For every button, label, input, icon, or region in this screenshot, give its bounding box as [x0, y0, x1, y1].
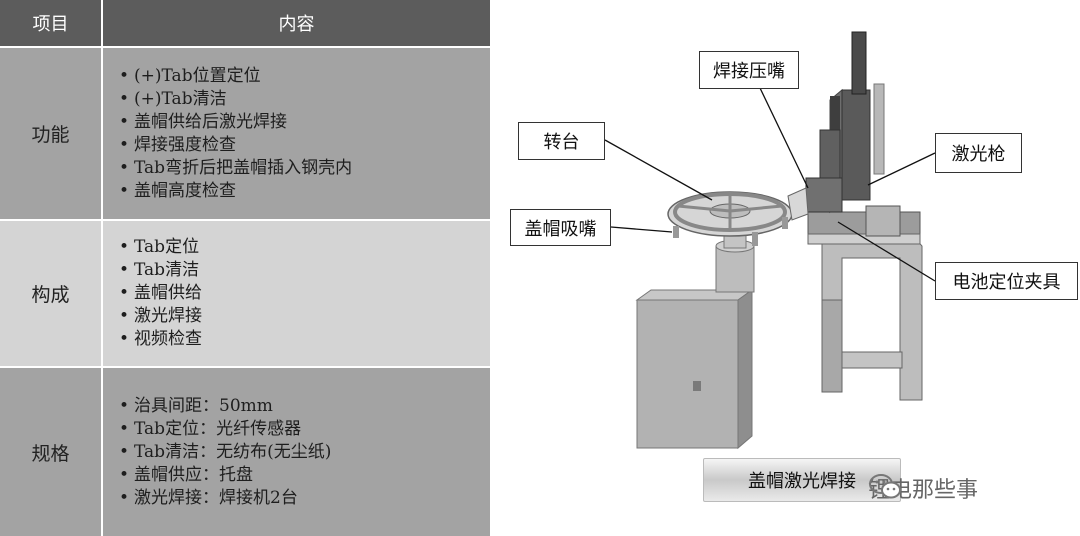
laser-guns [787, 31, 885, 221]
composition-list: Tab定位 Tab清洁 盖帽供给 激光焊接 视频检查 [119, 236, 202, 351]
function-list: (+)Tab位置定位 (+)Tab清洁 盖帽供给后激光焊接 焊接强度检查 Tab… [119, 65, 352, 203]
list-item: 盖帽供给 [119, 282, 202, 305]
list-item: (+)Tab位置定位 [119, 65, 352, 88]
list-item: 治具间距：50mm [119, 395, 331, 418]
machine-illustration [604, 31, 936, 450]
row-content-function: (+)Tab位置定位 (+)Tab清洁 盖帽供给后激光焊接 焊接强度检查 Tab… [103, 48, 490, 219]
leader-weld-press [759, 87, 809, 189]
wechat-icon [869, 474, 901, 499]
leader-turntable [604, 139, 713, 201]
callout-laser-gun: 激光枪 [935, 133, 1022, 173]
list-item: 盖帽供应：托盘 [119, 464, 331, 487]
turntable-wheel [667, 191, 793, 246]
list-item: Tab定位 [119, 236, 202, 259]
spec-table: 项目 内容 功能 (+)Tab位置定位 (+)Tab清洁 盖帽供给后激光焊接 焊… [0, 0, 490, 536]
leader-lines [604, 87, 936, 282]
list-item: 焊接强度检查 [119, 134, 352, 157]
list-item: 视频检查 [119, 328, 202, 351]
caption-cap-laser-welding: 盖帽激光焊接 [703, 458, 901, 502]
watermark: 锂电那些事 [868, 472, 978, 504]
list-item: 激光焊接：焊接机2台 [119, 487, 331, 510]
list-item: Tab定位：光纤传感器 [119, 418, 331, 441]
leader-laser-gun [867, 152, 936, 186]
list-item: Tab弯折后把盖帽插入钢壳内 [119, 157, 352, 180]
row-label-specs: 规格 [0, 368, 101, 536]
list-item: Tab清洁：无纺布(无尘纸) [119, 441, 331, 464]
list-item: Tab清洁 [119, 259, 202, 282]
list-item: (+)Tab清洁 [119, 88, 352, 111]
cabinet [635, 289, 754, 450]
list-item: 盖帽高度检查 [119, 180, 352, 203]
machine-diagram: 焊接压嘴 转台 激光枪 盖帽吸嘴 电池定位夹具 盖帽激光焊接 锂电那些事 [490, 0, 1080, 536]
callout-battery-fixture: 电池定位夹具 [935, 262, 1078, 300]
row-content-specs: 治具间距：50mm Tab定位：光纤传感器 Tab清洁：无纺布(无尘纸) 盖帽供… [103, 368, 490, 536]
callout-weld-press-nozzle: 焊接压嘴 [699, 51, 799, 89]
header-item: 项目 [0, 0, 101, 46]
fixture-frame [807, 205, 923, 401]
leader-cap-nozzle [610, 226, 673, 233]
specs-list: 治具间距：50mm Tab定位：光纤传感器 Tab清洁：无纺布(无尘纸) 盖帽供… [119, 395, 331, 510]
header-content: 内容 [103, 0, 490, 46]
row-content-composition: Tab定位 Tab清洁 盖帽供给 激光焊接 视频检查 [103, 221, 490, 366]
list-item: 激光焊接 [119, 305, 202, 328]
callout-cap-suction-nozzle: 盖帽吸嘴 [510, 209, 611, 246]
callout-turntable: 转台 [518, 122, 605, 160]
list-item: 盖帽供给后激光焊接 [119, 111, 352, 134]
row-label-composition: 构成 [0, 221, 101, 366]
leader-fixture [837, 221, 936, 282]
row-label-function: 功能 [0, 48, 101, 219]
